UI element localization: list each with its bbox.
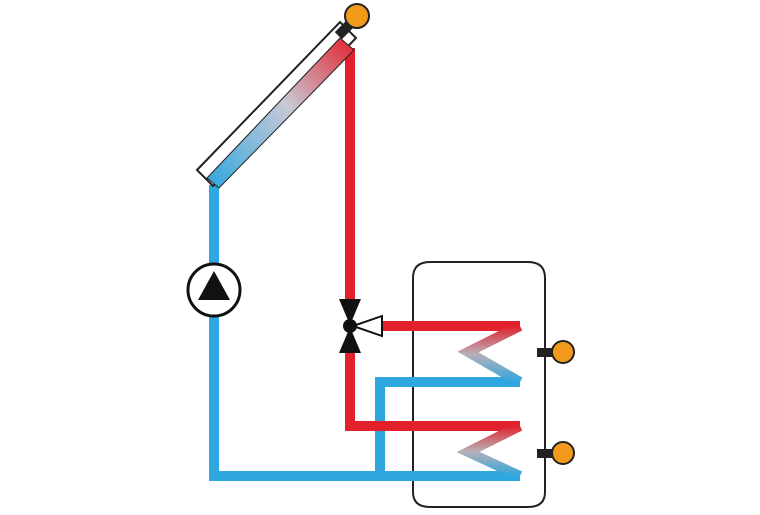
lower-heat-exchanger (456, 421, 523, 481)
collector-sensor (334, 3, 370, 40)
three-way-valve (339, 299, 383, 353)
valve-bottom-triangle (339, 327, 361, 353)
valve-top-triangle (339, 299, 361, 325)
hot-lower-branch (345, 352, 520, 431)
upper-sensor-bulb (551, 340, 575, 364)
circulation-pump (186, 262, 242, 318)
valve-hub (343, 319, 357, 333)
collector-sensor-bulb (344, 3, 370, 29)
valve-side-triangle (349, 314, 383, 338)
upper-coil-zigzag (457, 321, 523, 387)
lower-sensor-stem (537, 449, 553, 458)
lower-coil-zigzag (456, 421, 523, 481)
solar-collector (195, 20, 358, 189)
hot-flow-line (345, 48, 520, 431)
pump-arrow-icon (198, 271, 230, 300)
cold-upper-coil-return (375, 377, 520, 476)
upper-tank-sensor (537, 340, 575, 364)
lower-sensor-bulb (551, 441, 575, 465)
upper-heat-exchanger (457, 321, 523, 387)
collector-absorber (206, 37, 355, 189)
lower-tank-sensor (537, 441, 575, 465)
upper-sensor-stem (537, 348, 553, 357)
